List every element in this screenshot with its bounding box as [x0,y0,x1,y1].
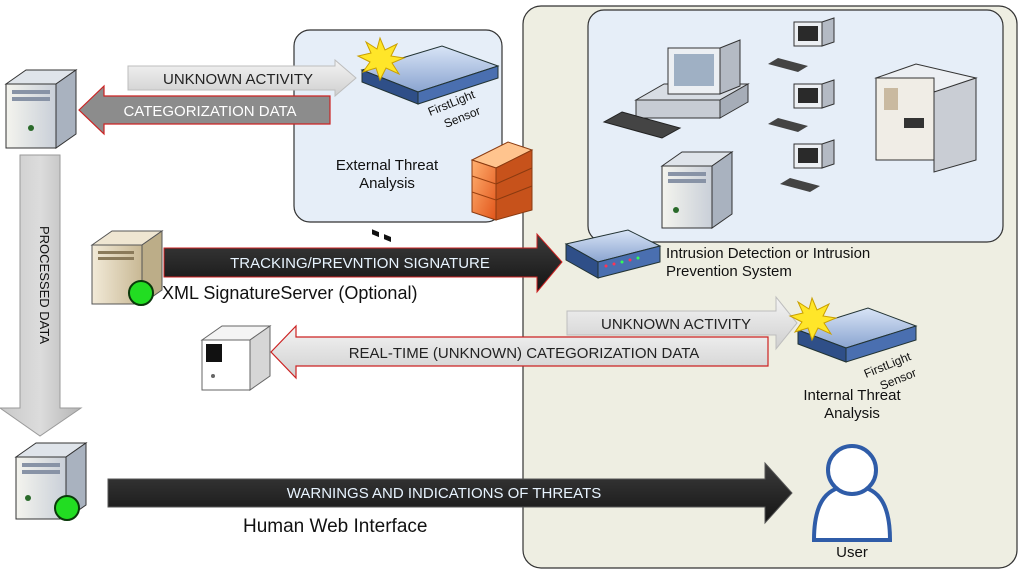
firstlight-sensor-top-icon [360,45,500,242]
lan-server-icon [660,151,734,229]
ids-label-line2: Prevention System [666,263,792,280]
human-web-interface-label: Human Web Interface [243,516,427,537]
firewall-icon [470,141,534,221]
workstation-1-icon [768,17,835,72]
warnings-arrow-label: WARNINGS AND INDICATIONS OF THREATS [287,485,601,502]
human-web-interface-server-icon [14,442,88,521]
processed-data-arrow-label: PROCESSED DATA [37,226,52,344]
external-threat-label-line1: External Threat [336,157,439,174]
realtime-categorization-arrow: REAL-TIME (UNKNOWN) CATEGORIZATION DATA [270,324,769,380]
firstlight-sensor-internal-icon [796,307,918,363]
xml-server-label: XML SignatureServer (Optional) [162,283,417,303]
unknown-activity-arrow-top-label: UNKNOWN ACTIVITY [163,71,313,88]
alert-burst-internal-icon [788,296,838,342]
categorization-data-arrow: CATEGORIZATION DATA [78,84,331,136]
realtime-server-icon [200,325,272,391]
processed-data-arrow: PROCESSED DATA [0,154,83,437]
internal-threat-label-line1: Internal Threat [803,387,901,404]
unknown-activity-arrow-internal-label: UNKNOWN ACTIVITY [601,316,751,333]
alert-burst-top-icon [356,36,406,82]
ids-label-line1: Intrusion Detection or Intrusion [666,245,870,262]
unknown-activity-arrow-internal: UNKNOWN ACTIVITY [566,295,798,351]
external-threat-label-line2: Analysis [359,175,415,192]
tracking-signature-arrow-label: TRACKING/PREVNTION SIGNATURE [230,255,490,272]
xml-signature-server-icon [90,230,164,306]
user-label: User [836,544,868,561]
internal-threat-label-line2: Analysis [824,405,880,422]
categorization-data-arrow-label: CATEGORIZATION DATA [123,103,296,120]
desktop-computer-icon [602,39,750,139]
mainframe-icon [874,63,978,173]
workstation-2-icon [768,79,835,132]
xml-server-status-indicator [128,280,154,306]
categorization-server-icon [4,69,78,149]
workstation-3-icon [780,139,835,192]
unknown-activity-arrow-top: UNKNOWN ACTIVITY [127,58,357,98]
ids-ips-device-icon [564,229,662,279]
warnings-arrow: WARNINGS AND INDICATIONS OF THREATS [107,461,793,525]
web-interface-status-indicator [54,495,80,521]
tracking-signature-arrow: TRACKING/PREVNTION SIGNATURE [163,232,563,294]
realtime-categorization-arrow-label: REAL-TIME (UNKNOWN) CATEGORIZATION DATA [349,345,700,362]
user-icon [811,444,893,542]
